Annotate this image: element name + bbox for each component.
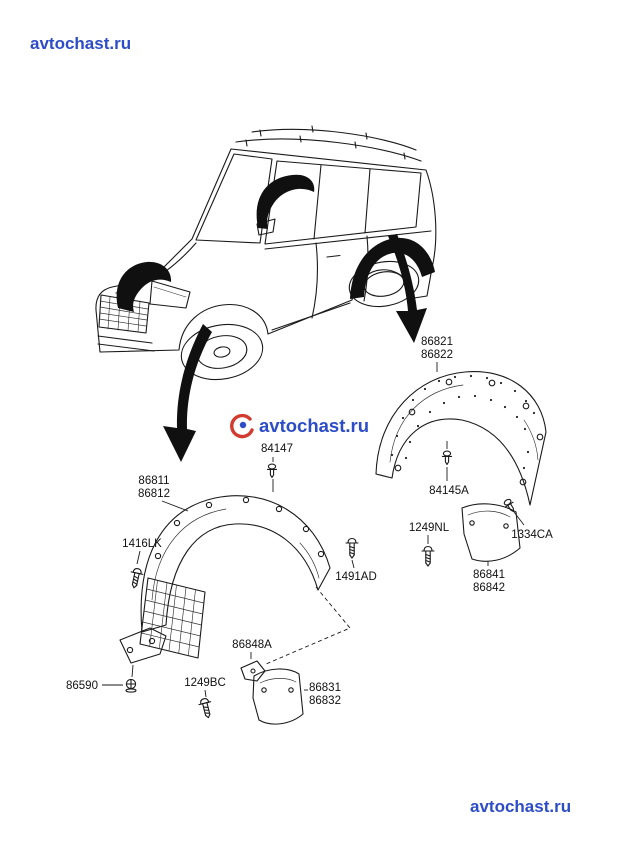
watermark-center: avtochast.ru bbox=[230, 413, 369, 439]
label-rear-mud-1: 86841 bbox=[473, 569, 505, 581]
label-rear-mud-2: 86842 bbox=[473, 582, 505, 594]
label-clip-rear: 84145A bbox=[429, 485, 469, 497]
leader-lines bbox=[102, 362, 525, 698]
label-clip-rear-mud: 1334CA bbox=[511, 529, 553, 541]
label-grommet: 86590 bbox=[66, 680, 98, 692]
rear-liner-arrow bbox=[388, 234, 427, 343]
watermarks: avtochast.ru avtochast.ru avtochast.ru bbox=[30, 34, 571, 816]
label-screw-front: 1416LK bbox=[122, 538, 162, 550]
front-liner-arrow bbox=[163, 324, 212, 462]
rear-mud-guard-drawing bbox=[461, 503, 521, 562]
label-rear-guard-1: 86821 bbox=[421, 336, 453, 348]
grommet-86590-icon bbox=[125, 678, 137, 693]
label-rear-guard-2: 86822 bbox=[421, 349, 453, 361]
car-cutaway-shading bbox=[116, 174, 435, 312]
watermark-logo-icon bbox=[230, 413, 254, 439]
rear-guard-texture bbox=[390, 374, 536, 470]
watermark-center-text: avtochast.ru bbox=[259, 415, 369, 436]
label-front-mud-1: 86831 bbox=[309, 682, 341, 694]
front-mud-guard-drawing bbox=[252, 668, 304, 725]
label-screw-rear-mud: 1249NL bbox=[409, 522, 450, 534]
rear-wheel-guard-drawing bbox=[375, 371, 547, 506]
part-labels: 86821 86822 86811 86812 1416LK 84147 841… bbox=[66, 336, 553, 707]
watermark-top-left: avtochast.ru bbox=[30, 34, 131, 53]
front-wheel-guard-drawing bbox=[119, 495, 331, 664]
label-clip-upper: 84147 bbox=[261, 443, 293, 455]
label-screw-front-mud: 1249BC bbox=[184, 677, 226, 689]
alignment-dashed-lines bbox=[265, 586, 351, 665]
label-screw-center: 1491AD bbox=[335, 571, 377, 583]
label-front-mud-2: 86832 bbox=[309, 695, 341, 707]
watermark-bottom-right: avtochast.ru bbox=[470, 797, 571, 816]
label-front-guard-1: 86811 bbox=[138, 475, 169, 487]
bracket-86848A-drawing bbox=[240, 660, 266, 682]
label-bracket: 86848A bbox=[232, 639, 272, 651]
label-front-guard-2: 86812 bbox=[138, 488, 170, 500]
